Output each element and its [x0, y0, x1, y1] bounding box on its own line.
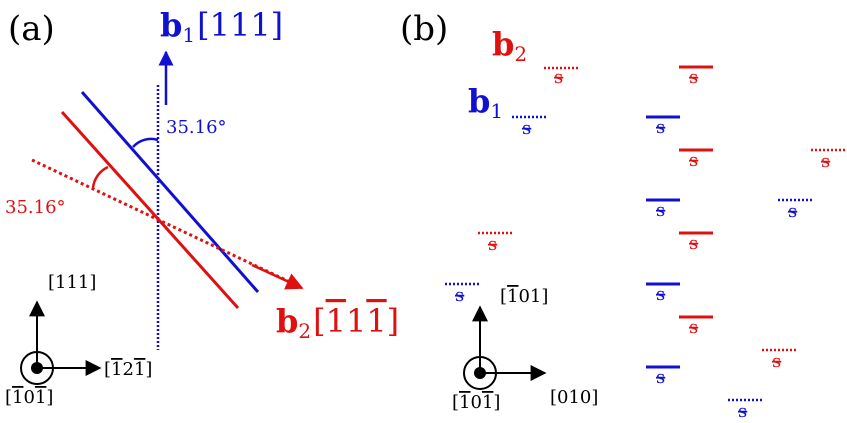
b1-label-b: b1 [468, 82, 503, 123]
axis-a-out-circle [20, 351, 54, 385]
axes-a: [111] [121] [101] [5, 272, 152, 408]
blue-angle-label: 35.16° [166, 117, 227, 138]
b2-letter-b: b [492, 25, 514, 63]
red-angle-label: 35.16° [5, 197, 66, 218]
red-solid-marker: s [679, 231, 713, 254]
axis-b-up-1: 1 [507, 286, 518, 307]
panel-a: (a) b1[111] 35.16° 35.16° b2[111] [5, 6, 399, 408]
b2-dir-2: 1 [346, 302, 366, 340]
axis-a-out-2: 0 [23, 387, 34, 408]
panel-b-label: (b) [400, 9, 448, 49]
b2-subscript: 2 [298, 319, 311, 343]
axis-a-right-2: 2 [122, 359, 133, 380]
axis-a-right-1: 1 [111, 359, 122, 380]
b1-subscript: 1 [182, 23, 195, 47]
panel-a-label: (a) [8, 9, 55, 49]
axis-a-out-label: [101] [5, 387, 53, 408]
blue-slip-line [80, 91, 260, 293]
blue-solid-marker: s [646, 365, 680, 388]
red-angle-arc [91, 165, 109, 189]
blue-solid-marker: s [646, 282, 680, 305]
marker-glyph: s [554, 67, 563, 88]
red-slip-line [60, 110, 240, 310]
red-dotted-marker: s [544, 66, 578, 88]
axis-b-out-2: 0 [470, 392, 481, 413]
b1-letter: b [160, 6, 182, 44]
marker-glyph: s [689, 233, 698, 254]
marker-glyph: s [522, 118, 531, 139]
axis-b-out-circle [463, 356, 497, 390]
blue-dotted-marker: s [778, 198, 812, 222]
b1-subscript-b: 1 [490, 99, 503, 123]
blue-dotted-marker: s [512, 115, 546, 139]
red-solid-marker: s [679, 148, 713, 171]
blue-solid-marker: s [646, 198, 680, 221]
axis-a-out-dot [31, 362, 43, 374]
axis-b-up-close: ] [541, 286, 548, 307]
blue-dotted-marker: s [728, 398, 762, 422]
b2-dir-open: [ [313, 302, 325, 340]
axis-b-out-close: ] [493, 392, 500, 413]
red-dotted-marker: s [478, 231, 512, 255]
marker-glyph: s [656, 367, 665, 388]
axis-b-up-open: [ [500, 286, 507, 307]
marker-glyph: s [689, 67, 698, 88]
red-solid-marker: s [679, 315, 713, 338]
axis-a-out-1: 1 [12, 387, 23, 408]
blue-angle-arc [132, 137, 159, 148]
axis-b-up-2: 01 [518, 286, 541, 307]
blue-solid-marker: s [646, 115, 680, 138]
marker-glyph: s [488, 234, 497, 255]
red-solid-marker: s [679, 65, 713, 88]
red-dotted-marker: s [762, 348, 796, 372]
axis-a-right-close: ] [145, 359, 152, 380]
axis-b-out-dot [474, 367, 486, 379]
axis-b-right-label: [010] [550, 387, 598, 408]
axis-b-out-1: 1 [459, 392, 470, 413]
axis-b-up-label: [101] [500, 286, 548, 307]
dislocation-markers: s s s s s s [445, 65, 845, 422]
axes-b: [101] [010] [101] [452, 286, 598, 413]
marker-glyph: s [455, 285, 464, 306]
marker-glyph: s [656, 200, 665, 221]
red-dotted-marker: s [811, 148, 845, 172]
marker-glyph: s [821, 151, 830, 172]
marker-glyph: s [656, 284, 665, 305]
blue-dotted-marker: s [445, 282, 479, 306]
b2-arrow [251, 263, 304, 290]
axis-b-out-open: [ [452, 392, 459, 413]
b1-letter-b: b [468, 82, 490, 120]
b2-label-b: b2 [492, 25, 527, 66]
axis-a-right-label: [121] [104, 359, 152, 380]
b2-dir-1: 1 [326, 302, 346, 340]
panel-b: (b) b2 b1 s s s s [400, 9, 845, 422]
marker-glyph: s [738, 401, 747, 422]
b1-label: b1[111] [160, 6, 283, 47]
axis-a-right-open: [ [104, 359, 111, 380]
b2-subscript-b: 2 [514, 42, 527, 66]
b1-direction: [111] [197, 6, 283, 44]
axis-a-out-open: [ [5, 387, 12, 408]
marker-glyph: s [788, 201, 797, 222]
marker-glyph: s [689, 317, 698, 338]
axis-a-out-3: 1 [35, 387, 46, 408]
b2-label: b2[111] [276, 302, 399, 343]
b2-letter: b [276, 302, 298, 340]
b2-dir-close: ] [387, 302, 399, 340]
axis-b-out-label: [101] [452, 392, 500, 413]
b2-dir-3: 1 [366, 302, 386, 340]
marker-glyph: s [656, 117, 665, 138]
axis-a-out-close: ] [46, 387, 53, 408]
marker-glyph: s [772, 351, 781, 372]
marker-glyph: s [689, 150, 698, 171]
axis-a-right-3: 1 [134, 359, 145, 380]
axis-a-up-label: [111] [48, 272, 96, 293]
axis-b-out-3: 1 [482, 392, 493, 413]
